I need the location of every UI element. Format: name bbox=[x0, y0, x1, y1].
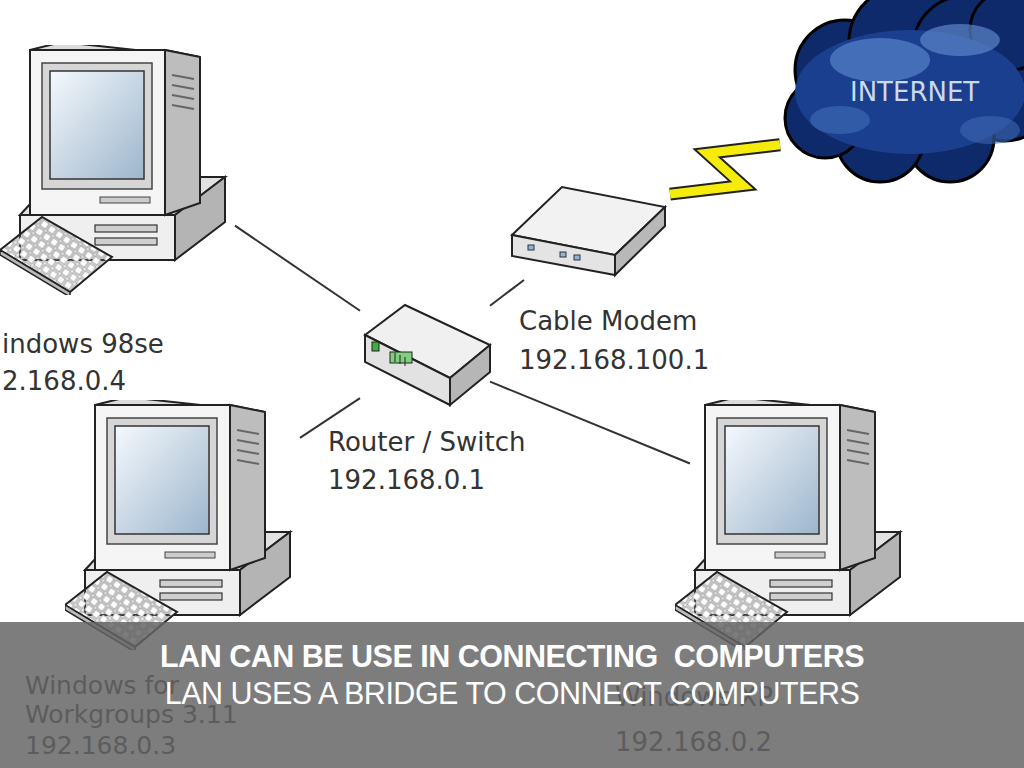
device-label: Router / Switch bbox=[328, 428, 525, 458]
drawing-part bbox=[615, 207, 665, 275]
computer-icon bbox=[65, 397, 290, 652]
computer-node: indows 98se2.168.0.4 bbox=[20, 45, 235, 260]
wireless-link bbox=[670, 145, 780, 194]
cable-line bbox=[235, 226, 360, 311]
drawing-part bbox=[395, 353, 396, 362]
internet-cloud: INTERNET bbox=[780, 0, 1024, 180]
computer-icon bbox=[0, 42, 225, 297]
ip-address: 192.168.0.1 bbox=[328, 466, 485, 496]
cable-line bbox=[490, 280, 524, 306]
modem-node: Cable Modem192.168.100.1 bbox=[510, 180, 670, 280]
ip-address: 2.168.0.4 bbox=[2, 367, 126, 397]
device-label: indows 98se bbox=[2, 330, 164, 360]
drawing-part bbox=[405, 357, 406, 366]
caption-heading: LAN CAN BE USE IN CONNECTING COMPUTERS bbox=[0, 638, 1024, 675]
cloud bbox=[785, 0, 1024, 182]
cable-modem bbox=[512, 187, 665, 275]
bolt-fill bbox=[670, 145, 780, 194]
caption-band: LAN CAN BE USE IN CONNECTING COMPUTERSLA… bbox=[0, 622, 1024, 768]
computer-node: Windows for Workgroups 3.11192.168.0.3 bbox=[90, 400, 300, 615]
drawing-part bbox=[390, 352, 412, 363]
drawing-part bbox=[560, 252, 566, 257]
bolt-outline bbox=[670, 145, 780, 194]
drawing-part bbox=[810, 106, 870, 134]
router-node: Router / Switch192.168.0.1 bbox=[360, 300, 490, 410]
caption-line: LAN USES A BRIDGE TO CONNECT COMPUTERS bbox=[0, 675, 1024, 712]
drawing-part bbox=[830, 38, 930, 82]
drawing-part bbox=[920, 24, 1000, 56]
drawing-part bbox=[365, 335, 450, 405]
drawing-part bbox=[372, 342, 379, 351]
ip-address: 192.168.100.1 bbox=[519, 346, 709, 376]
drawing-part bbox=[512, 235, 615, 275]
router-switch bbox=[365, 305, 490, 405]
cloud-label: INTERNET bbox=[850, 78, 979, 108]
drawing-part bbox=[960, 116, 1020, 144]
drawing-part bbox=[450, 345, 490, 405]
drawing-part bbox=[528, 245, 534, 250]
network-cable bbox=[490, 280, 524, 306]
computer-icon bbox=[675, 397, 900, 652]
device-label: Cable Modem bbox=[519, 307, 697, 337]
computer-node: Windows XP192.168.0.2 bbox=[690, 400, 905, 615]
drawing-part bbox=[574, 255, 580, 260]
drawing-part bbox=[400, 355, 401, 364]
network-cable bbox=[235, 226, 360, 311]
